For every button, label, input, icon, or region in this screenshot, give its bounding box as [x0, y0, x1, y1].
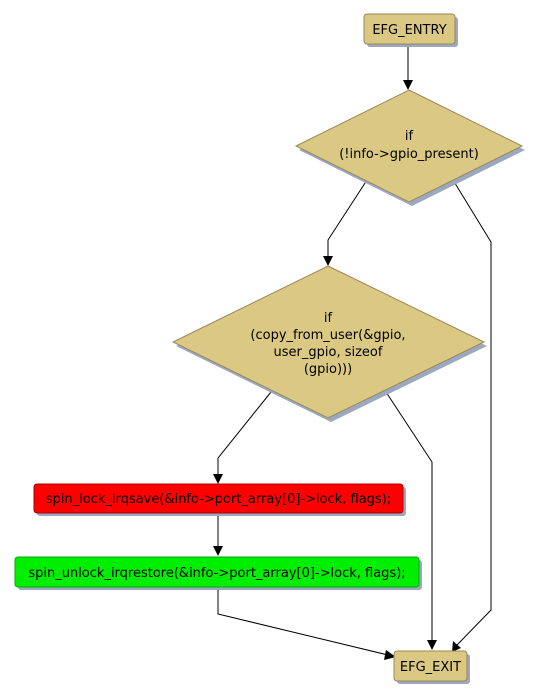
exit-node-box	[393, 650, 468, 682]
copy-from-user-decision-keyword: if	[324, 311, 333, 326]
gpio-present-decision-shape	[294, 89, 524, 203]
copy-from-user-decision-shape	[171, 265, 486, 419]
arrowhead-gpio-present-check	[403, 80, 413, 90]
copy-from-user-decision: if (copy_from_user(&gpio, user_gpio, siz…	[171, 265, 487, 422]
edges	[213, 46, 492, 660]
copy-from-user-decision-line-2: user_gpio, sizeof	[274, 345, 383, 360]
edge-gpio-present-to-exit	[452, 179, 492, 646]
arrowhead-exit-from-gpio-check	[452, 641, 461, 652]
arrowhead-spin-unlock	[213, 546, 223, 556]
spin-lock-node: spin_lock_irqsave(&info->port_array[0]->…	[33, 483, 406, 516]
arrowhead-exit-from-copy-check	[427, 640, 437, 650]
spin-unlock-node-box	[14, 556, 420, 588]
gpio-present-decision: if (!info->gpio_present)	[294, 89, 525, 206]
gpio-present-decision-keyword: if	[405, 129, 414, 144]
exit-node-label: EFG_EXIT	[400, 660, 461, 675]
edge-copy-check-to-exit	[385, 391, 433, 642]
arrowhead-spin-lock	[213, 474, 223, 484]
copy-from-user-decision-line-1: (copy_from_user(&gpio,	[250, 328, 405, 343]
arrowhead-exit-from-spin-unlock	[384, 650, 396, 660]
entry-node-label: EFG_ENTRY	[372, 23, 446, 38]
spin-unlock-node-label: spin_unlock_irqrestore(&info->port_array…	[28, 566, 405, 581]
spin-lock-node-label: spin_lock_irqsave(&info->port_array[0]->…	[46, 492, 391, 507]
arrowhead-copy-check	[323, 256, 333, 266]
spin-unlock-node: spin_unlock_irqrestore(&info->port_array…	[14, 556, 422, 590]
copy-from-user-decision-line-3: (gpio)))	[304, 362, 352, 377]
edge-copy-check-to-spin-lock	[217, 391, 272, 476]
exit-node: EFG_EXIT	[393, 650, 470, 684]
edge-spin-unlock-to-exit	[217, 587, 389, 656]
spin-lock-node-box	[33, 483, 404, 514]
entry-node-box	[363, 13, 456, 45]
entry-node: EFG_ENTRY	[363, 13, 458, 47]
gpio-present-decision-condition: (!info->gpio_present)	[339, 147, 479, 162]
edge-gpio-present-to-copy-check	[327, 179, 368, 258]
